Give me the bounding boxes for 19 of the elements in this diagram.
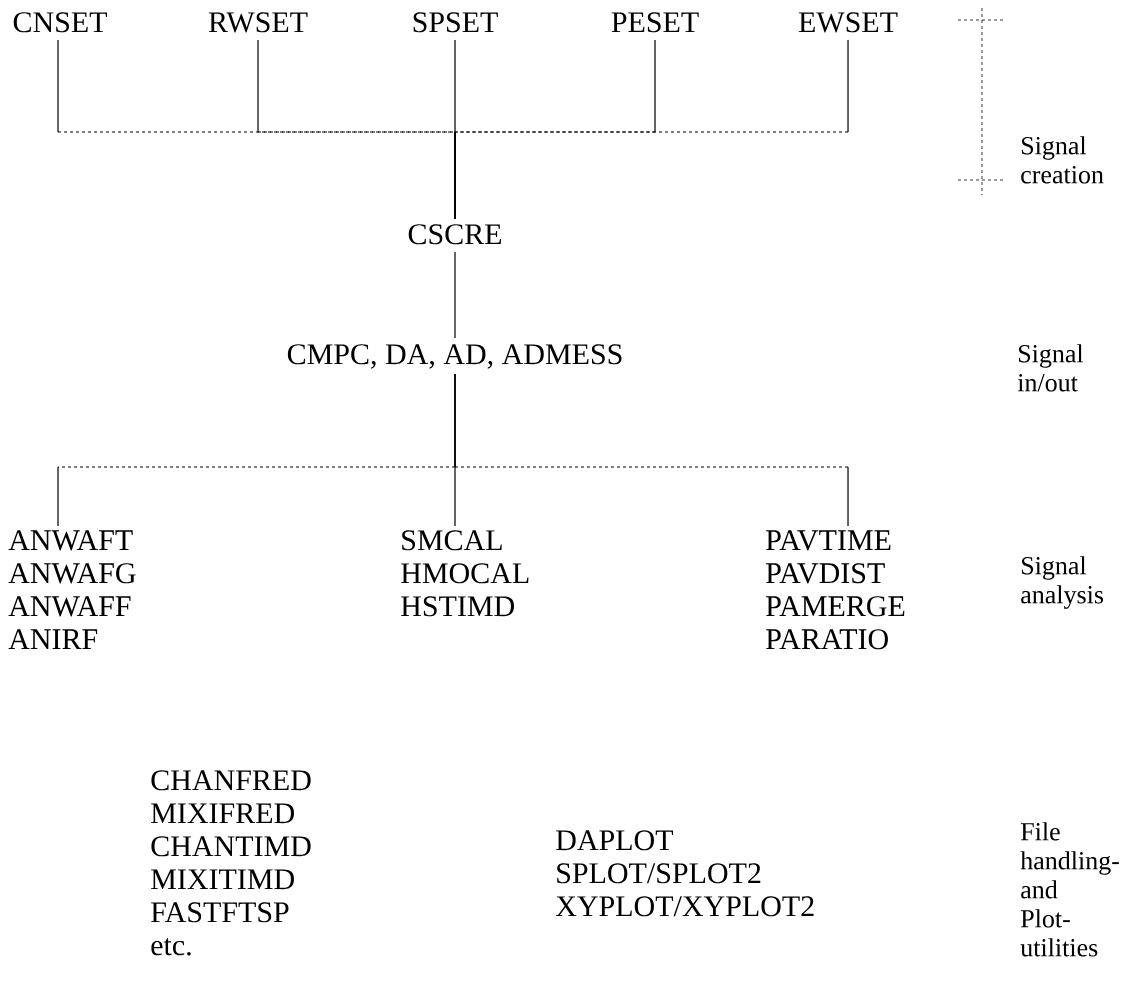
module-list: ANWAFT ANWAFG ANWAFF ANIRF bbox=[8, 530, 136, 649]
module-name: EWSET bbox=[798, 12, 898, 33]
section-label: Signal in/out bbox=[1017, 344, 1084, 392]
module-list: PAVTIME PAVDIST PAMERGE PARATIO bbox=[766, 530, 905, 650]
connector-line bbox=[454, 373, 849, 527]
module-name: RWSET bbox=[208, 12, 308, 33]
module-list: DAPLOT SPLOT/SPLOT2 XYPLOT/XYPLOT2 bbox=[555, 830, 814, 917]
section-label: Signal creation bbox=[1021, 136, 1104, 184]
section-label: File handling- and Plot- utilities bbox=[1020, 822, 1119, 957]
module-name: PESET bbox=[611, 12, 699, 33]
module-list: SMCAL HMOCAL HSTIMD bbox=[401, 530, 529, 617]
module-name: CSCRE bbox=[408, 224, 502, 245]
section-label: Signal analysis bbox=[1021, 556, 1104, 609]
module-name: CMPC, DA, AD, ADMESS bbox=[287, 344, 622, 369]
module-name: SPSET bbox=[413, 12, 498, 33]
module-list: CHANFRED MIXIFRED CHANTIMD MIXITIMD FASTFTSP etc. bbox=[151, 770, 311, 956]
connector-line bbox=[454, 39, 849, 220]
module-name: CNSET bbox=[13, 12, 107, 33]
connector-line bbox=[454, 251, 456, 339]
